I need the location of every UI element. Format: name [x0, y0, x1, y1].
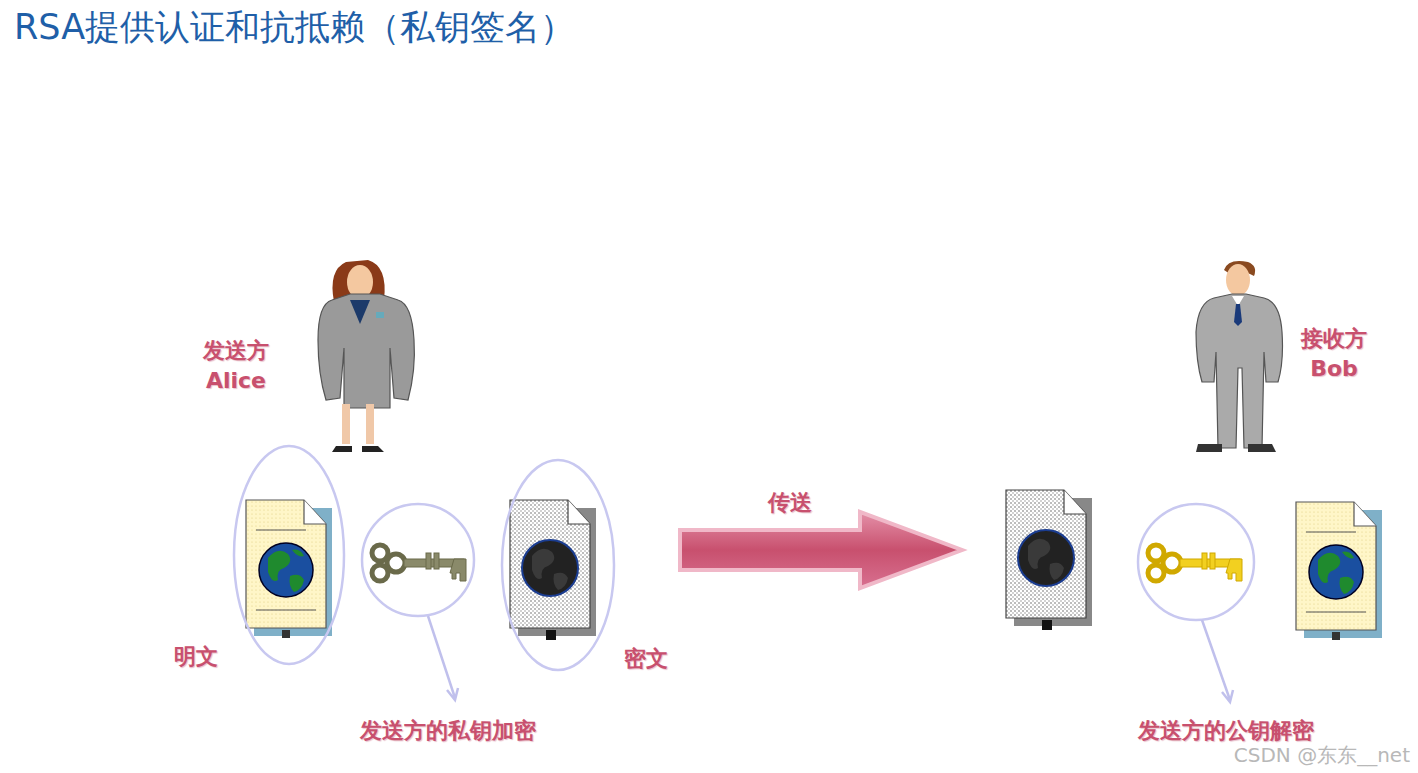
bob-figure [1196, 261, 1283, 452]
receiver-label: 接收方 Bob [1289, 324, 1379, 384]
key-circle [362, 504, 474, 616]
caption-label: 发送方的公钥解密 [1138, 716, 1314, 746]
node-label: 密文 [624, 644, 668, 674]
transfer-arrow [680, 512, 962, 588]
transfer-label: 传送 [768, 488, 812, 518]
sender-label: 发送方 Alice [191, 336, 281, 396]
private-key [372, 545, 466, 581]
title: RSA提供认证和抗抵赖（私钥签名） [14, 4, 575, 51]
alice-figure [318, 260, 414, 452]
public-key [1148, 545, 1242, 581]
ellipse-outline [234, 446, 344, 664]
ellipse-group: 密文 [500, 458, 616, 672]
caption-label: 发送方的私钥加密 [360, 716, 536, 746]
leader-line [1202, 620, 1233, 702]
node-label: 明文 [174, 642, 218, 672]
ellipse-group: 明文 [232, 444, 346, 666]
ellipse-outline [502, 460, 614, 670]
plaintext-document [1296, 502, 1382, 640]
plaintext-document [246, 500, 332, 638]
ciphertext-document [510, 500, 596, 640]
ciphertext-document [1006, 490, 1092, 630]
watermark: CSDN @东东__net [1234, 742, 1410, 769]
leader-line [428, 616, 458, 700]
key-circle [1138, 504, 1254, 620]
